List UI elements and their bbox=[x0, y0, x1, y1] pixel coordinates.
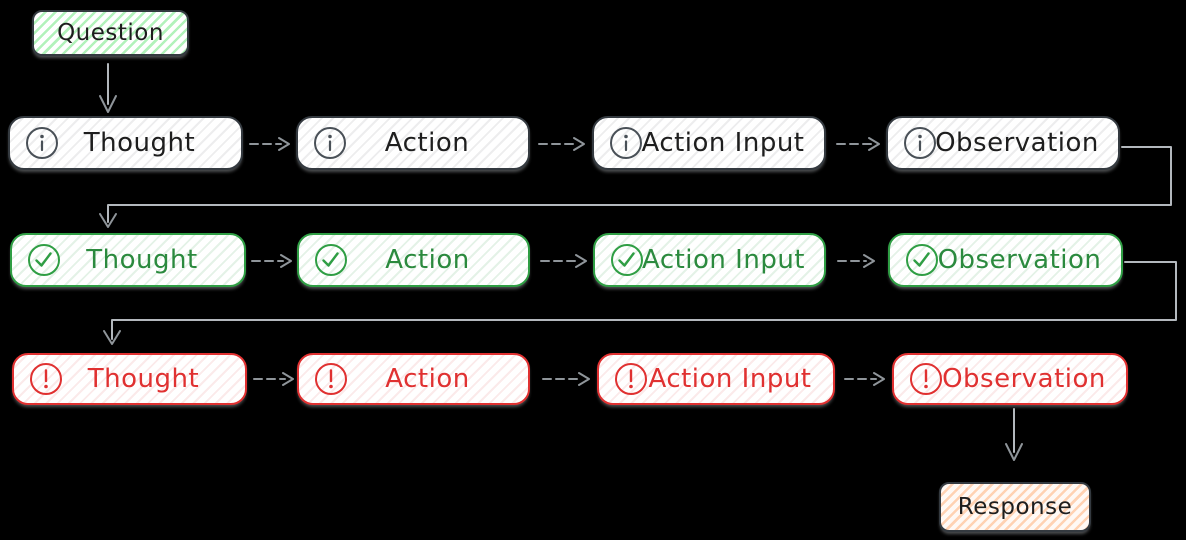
node-thought-iteration2: Thought bbox=[10, 233, 246, 287]
arrow-thought-to-action-2 bbox=[251, 254, 292, 268]
node-thought-iteration1: Thought bbox=[8, 116, 243, 170]
step-label: Thought bbox=[83, 128, 196, 158]
node-question: Question bbox=[32, 10, 189, 56]
info-icon bbox=[610, 127, 642, 159]
node-thought-iteration3: Thought bbox=[12, 353, 247, 405]
arrow-action-to-actioninput-3 bbox=[542, 372, 590, 386]
arrow-question-to-thought bbox=[99, 63, 117, 113]
step-label: Action Input bbox=[641, 245, 805, 275]
step-label: Action Input bbox=[648, 364, 812, 394]
arrow-actioninput-to-observation-1 bbox=[836, 137, 880, 151]
step-label: Thought bbox=[87, 364, 200, 394]
node-observation-iteration3: Observation bbox=[892, 353, 1128, 405]
node-action-iteration2: Action bbox=[297, 233, 530, 287]
check-icon bbox=[315, 244, 347, 276]
info-icon bbox=[904, 127, 936, 159]
arrow-action-to-actioninput-1 bbox=[538, 137, 585, 151]
arrow-action-to-actioninput-2 bbox=[540, 254, 587, 268]
arrow-actioninput-to-observation-2 bbox=[837, 254, 875, 268]
node-observation-iteration1: Observation bbox=[886, 116, 1120, 170]
node-action-iteration1: Action bbox=[296, 116, 530, 170]
alert-icon bbox=[315, 363, 347, 395]
question-label: Question bbox=[57, 20, 164, 46]
node-action-input-iteration2: Action Input bbox=[593, 233, 826, 287]
node-action-iteration3: Action bbox=[297, 353, 530, 405]
step-label: Observation bbox=[937, 245, 1102, 275]
check-icon bbox=[611, 244, 643, 276]
alert-icon bbox=[30, 363, 62, 395]
arrow-actioninput-to-observation-3 bbox=[844, 372, 885, 386]
arrow-thought-to-action-3 bbox=[253, 372, 294, 386]
alert-icon bbox=[615, 363, 647, 395]
alert-icon bbox=[910, 363, 942, 395]
step-label: Action bbox=[384, 128, 470, 158]
check-icon bbox=[906, 244, 938, 276]
node-action-input-iteration3: Action Input bbox=[597, 353, 835, 405]
step-label: Action bbox=[385, 245, 470, 275]
info-icon bbox=[26, 127, 58, 159]
node-response: Response bbox=[939, 482, 1091, 532]
step-label: Observation bbox=[942, 364, 1106, 394]
info-icon bbox=[314, 127, 346, 159]
step-label: Action Input bbox=[641, 128, 805, 158]
check-icon bbox=[28, 244, 60, 276]
response-label: Response bbox=[957, 494, 1073, 520]
step-label: Thought bbox=[86, 245, 198, 275]
step-label: Observation bbox=[935, 128, 1099, 158]
node-observation-iteration2: Observation bbox=[888, 233, 1123, 287]
node-action-input-iteration1: Action Input bbox=[592, 116, 826, 170]
step-label: Action bbox=[385, 364, 470, 394]
arrow-observation-to-response bbox=[1005, 408, 1023, 461]
arrow-thought-to-action-1 bbox=[249, 137, 290, 151]
